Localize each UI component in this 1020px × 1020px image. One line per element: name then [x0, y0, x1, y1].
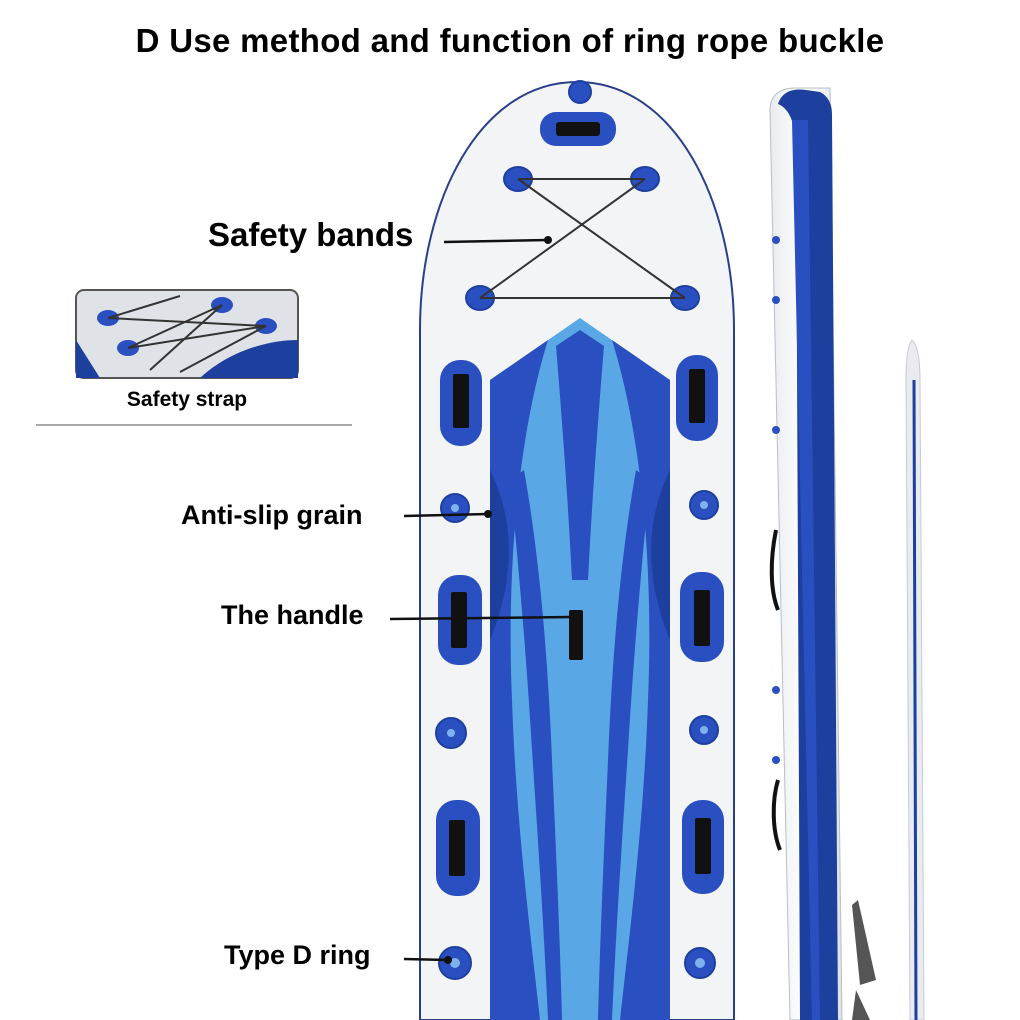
label-type-d-ring: Type D ring	[224, 940, 371, 970]
board-side-view	[769, 87, 925, 1020]
label-anti-slip-grain: Anti-slip grain	[181, 500, 363, 530]
bungee-cords	[479, 178, 686, 299]
page-title: D Use method and function of ring rope b…	[135, 22, 885, 59]
leader-lines	[389, 238, 573, 962]
board-top-view	[419, 80, 735, 1020]
fin	[852, 900, 876, 985]
side-handles	[436, 355, 724, 896]
inset-caption: Safety strap	[126, 388, 248, 411]
center-handle	[569, 610, 583, 660]
valve-icon	[568, 80, 592, 104]
label-safety-bands: Safety bands	[208, 216, 414, 253]
safety-strap-inset	[75, 289, 299, 379]
label-the-handle: The handle	[221, 600, 364, 630]
anti-slip-deck-pad	[490, 318, 670, 1020]
